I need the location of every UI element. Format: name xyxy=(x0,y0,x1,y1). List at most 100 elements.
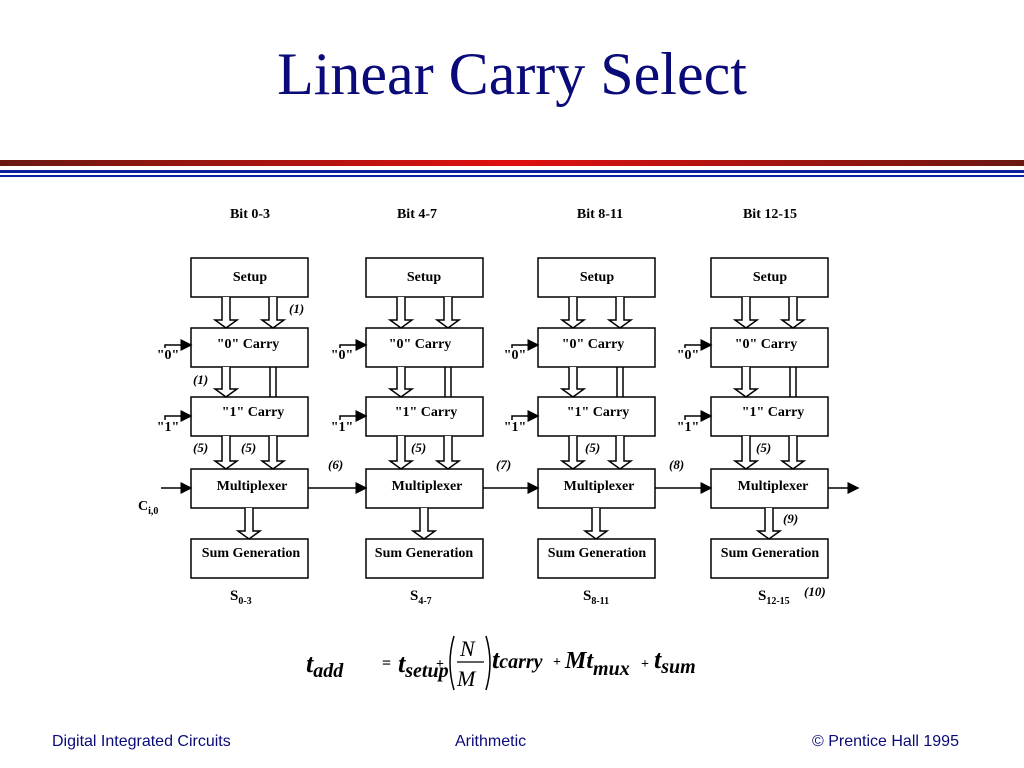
setup-to-carry0-bus-b-3 xyxy=(779,297,807,329)
sum-label-2: Sum Generation xyxy=(548,546,647,561)
setup-block-0 xyxy=(190,257,309,298)
input-one-2: "1" xyxy=(504,420,527,435)
sum-label-1: Sum Generation xyxy=(375,546,474,561)
formula-plus-1: + xyxy=(436,657,444,672)
setup-to-carry0-bus-b-2 xyxy=(606,297,634,329)
formula-plus-3: + xyxy=(641,657,649,672)
bit-label-1: Bit 4-7 xyxy=(397,207,437,222)
zero-input-wire-2 xyxy=(511,339,540,351)
mux-label-1: Multiplexer xyxy=(392,479,463,494)
input-one-0: "1" xyxy=(157,420,180,435)
input-zero-3: "0" xyxy=(677,348,700,363)
input-zero-1: "0" xyxy=(331,348,354,363)
setup-to-carry0-bus-0 xyxy=(212,297,240,329)
setup-label-2: Setup xyxy=(580,270,614,285)
formula-paren-right xyxy=(485,635,491,691)
footer-center: Arithmetic xyxy=(455,733,527,750)
carry1-to-mux-bus-b-0 xyxy=(259,436,287,470)
bit-label-0: Bit 0-3 xyxy=(230,207,270,222)
carry1-to-mux-bus-2 xyxy=(559,436,587,470)
sum-block-0 xyxy=(190,538,309,579)
carry1-to-mux-bus-0 xyxy=(212,436,240,470)
bit-label-2: Bit 8-11 xyxy=(577,207,623,222)
footer-left: Digital Integrated Circuits xyxy=(52,733,231,750)
setup-to-carry0-bus-3 xyxy=(732,297,760,329)
carry0-to-carry1-bus-0 xyxy=(212,367,240,398)
annotation-8: (8) xyxy=(669,457,684,472)
carry0-label-2: "0" Carry xyxy=(562,337,625,352)
annotation-5-right: (5) xyxy=(241,440,256,455)
setup-to-carry0-bus-b-1 xyxy=(434,297,462,329)
mux-to-sum-bus-1 xyxy=(410,508,438,540)
slide-title: Linear Carry Select xyxy=(277,41,747,107)
mux-label-2: Multiplexer xyxy=(564,479,635,494)
input-one-3: "1" xyxy=(677,420,700,435)
rule-dark xyxy=(0,160,1024,166)
formula-eq: = xyxy=(382,655,391,672)
formula-paren-left xyxy=(449,635,455,691)
formula-t-add: tadd xyxy=(306,649,344,682)
one-input-wire-2 xyxy=(511,410,540,422)
carry1-label-3: "1" Carry xyxy=(742,405,805,420)
sum-block-1 xyxy=(365,538,484,579)
setup-block-3 xyxy=(710,257,829,298)
carry0-label-0: "0" Carry xyxy=(217,337,280,352)
carry1-label-2: "1" Carry xyxy=(567,405,630,420)
bit-label-3: Bit 12-15 xyxy=(743,207,797,222)
formula-t-carry: tcarry xyxy=(492,645,543,674)
one-input-wire-3 xyxy=(684,410,713,422)
footer-right: © Prentice Hall 1995 xyxy=(812,733,959,750)
setup-to-carry0-bus-b-0 xyxy=(259,297,287,329)
carry0-label-1: "0" Carry xyxy=(389,337,452,352)
setup-to-carry0-bus-1 xyxy=(387,297,415,329)
input-one-1: "1" xyxy=(331,420,354,435)
annotation-5-left: (5) xyxy=(193,440,208,455)
carry1-to-mux-bus-3 xyxy=(732,436,760,470)
setup-block-2 xyxy=(537,257,656,298)
carry1-block-2 xyxy=(537,396,656,437)
carry1-to-mux-bus-1 xyxy=(387,436,415,470)
carry0-to-carry1-bus-3 xyxy=(732,367,760,398)
sum-label-0: Sum Generation xyxy=(202,546,301,561)
input-zero-0: "0" xyxy=(157,348,180,363)
mux-to-sum-bus-0 xyxy=(235,508,263,540)
setup-block-1 xyxy=(365,257,484,298)
sum-output-1: S4-7 xyxy=(410,588,432,607)
formula-t-setup: tsetup xyxy=(398,649,449,682)
carry0-to-carry1-bus-1 xyxy=(387,367,415,398)
one-input-wire-1 xyxy=(339,410,368,422)
formula-numerator: N xyxy=(459,636,476,661)
mux-to-sum-bus-3 xyxy=(755,508,783,540)
annotation-6: (6) xyxy=(328,457,343,472)
annotation-1-carry: (1) xyxy=(193,372,208,387)
formula-mt-mux: Mtmux xyxy=(564,648,630,680)
sum-label-3: Sum Generation xyxy=(721,546,820,561)
carry0-label-3: "0" Carry xyxy=(735,337,798,352)
annotation-9: (9) xyxy=(783,511,798,526)
mux-label-3: Multiplexer xyxy=(738,479,809,494)
rule-blue-1 xyxy=(0,170,1024,173)
annotation-5-stage1: (5) xyxy=(411,440,426,455)
zero-input-wire-1 xyxy=(339,339,368,351)
annotation-1-setup: (1) xyxy=(289,301,304,316)
carry1-label-0: "1" Carry xyxy=(222,405,285,420)
one-input-wire-0 xyxy=(164,410,193,422)
carry1-to-mux-bus-b-1 xyxy=(434,436,462,470)
delay-formula: tadd = tsetup + N M tcarry + Mtmux + tsu… xyxy=(306,635,696,691)
carry1-to-mux-bus-b-3 xyxy=(779,436,807,470)
annotation-10: (10) xyxy=(804,584,826,599)
formula-t-sum: tsum xyxy=(654,645,696,678)
carry0-block-0 xyxy=(190,327,309,368)
carry1-label-1: "1" Carry xyxy=(395,405,458,420)
carry1-to-mux-bus-b-2 xyxy=(606,436,634,470)
setup-label-1: Setup xyxy=(407,270,441,285)
zero-input-wire-0 xyxy=(164,339,193,351)
formula-denominator: M xyxy=(456,666,477,691)
carry-in-label: Ci,0 xyxy=(138,499,158,517)
carry1-block-3 xyxy=(710,396,829,437)
zero-input-wire-3 xyxy=(684,339,713,351)
carry0-block-1 xyxy=(365,327,484,368)
mux-to-sum-bus-2 xyxy=(582,508,610,540)
sum-output-2: S8-11 xyxy=(583,588,609,607)
